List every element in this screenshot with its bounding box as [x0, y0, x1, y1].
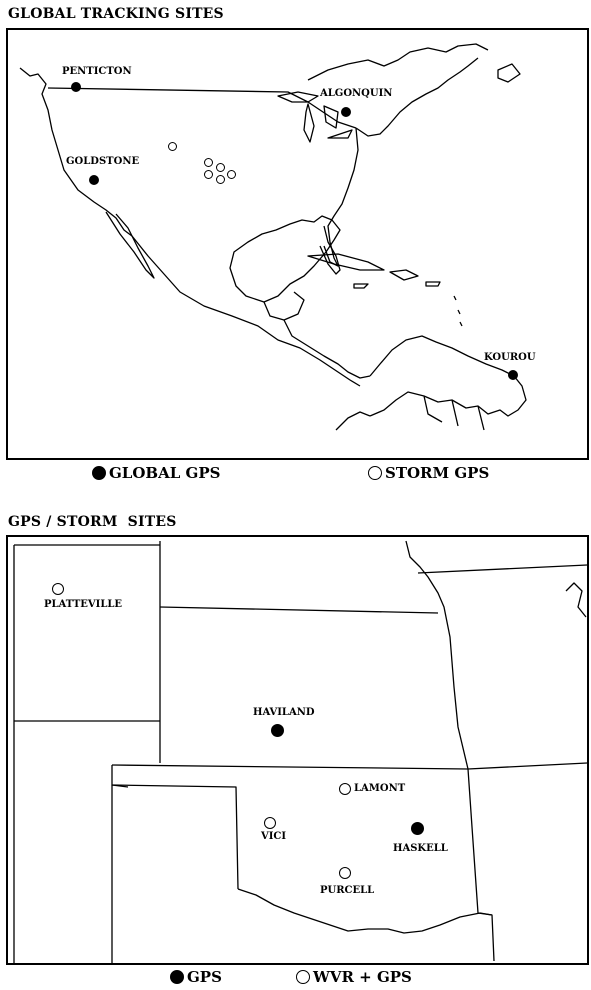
baja-california — [105, 211, 155, 279]
map2-legend-gps: GPS — [170, 968, 222, 986]
algonquin-label: ALGONQUIN — [320, 88, 393, 99]
filled-circle-icon — [170, 970, 184, 984]
map1-panel: PENTICTON ALGONQUIN GOLDSTONE KOUROU — [6, 28, 589, 460]
map2-panel: PLATTEVILLE HAVILAND LAMONT VICI HASKELL… — [6, 535, 589, 965]
pacific-coast — [19, 67, 133, 237]
south-america — [335, 335, 527, 431]
northern-coast — [307, 43, 489, 81]
vici-marker[interactable] — [264, 817, 276, 829]
yucatan — [263, 291, 305, 321]
jamaica — [353, 283, 369, 289]
nebraska-kansas-border — [159, 606, 439, 614]
storm-site-marker[interactable] — [168, 142, 177, 151]
map1-title: GLOBAL TRACKING SITES — [8, 6, 224, 22]
central-america — [283, 319, 371, 379]
lake-superior — [277, 91, 319, 103]
lesser-antilles — [453, 295, 463, 327]
haskell-label: HASKELL — [393, 843, 448, 854]
goldstone-label: GOLDSTONE — [66, 156, 140, 167]
lake-erie — [327, 129, 353, 139]
kansas-south-border — [111, 764, 469, 770]
new-mexico-north — [111, 765, 129, 788]
filled-circle-icon — [92, 466, 106, 480]
map1-legend-global: GLOBAL GPS — [92, 464, 220, 482]
purcell-marker[interactable] — [339, 867, 351, 879]
platteville-marker[interactable] — [52, 583, 64, 595]
cuba — [307, 253, 385, 271]
haviland-marker[interactable] — [271, 724, 284, 737]
legend-label: STORM GPS — [385, 464, 490, 482]
vici-label: VICI — [261, 831, 287, 842]
haviland-label: HAVILAND — [253, 707, 315, 718]
kourou-label: KOUROU — [484, 352, 536, 363]
missouri-arkansas-border — [467, 762, 587, 770]
legend-label: GLOBAL GPS — [109, 464, 221, 482]
mississippi-river — [565, 582, 587, 618]
map2-basemap — [13, 540, 587, 963]
lamont-label: LAMONT — [354, 783, 406, 794]
oklahoma-east-border — [467, 768, 495, 962]
storm-site-marker[interactable] — [204, 158, 213, 167]
goldstone-marker[interactable] — [89, 175, 99, 185]
iowa-missouri-border — [417, 564, 587, 574]
map2-title: GPS / STORM SITES — [8, 514, 177, 530]
penticton-marker[interactable] — [71, 82, 81, 92]
lake-michigan — [303, 103, 315, 143]
puerto-rico — [425, 281, 441, 287]
red-river — [237, 888, 493, 934]
map1-legend-storm: STORM GPS — [368, 464, 489, 482]
algonquin-marker[interactable] — [341, 107, 351, 117]
map1-basemap — [19, 43, 527, 431]
storm-site-marker[interactable] — [204, 170, 213, 179]
penticton-label: PENTICTON — [62, 66, 132, 77]
legend-label: GPS — [187, 968, 222, 986]
florida — [319, 225, 341, 275]
east-coast — [323, 57, 479, 267]
storm-site-marker[interactable] — [216, 163, 225, 172]
kourou-marker[interactable] — [508, 370, 518, 380]
map2-legend-wvr: WVR + GPS — [296, 968, 412, 986]
newfoundland — [497, 63, 521, 83]
storm-site-marker[interactable] — [216, 175, 225, 184]
gulf-coast — [229, 215, 341, 303]
mexico-west-coast — [131, 235, 361, 387]
lamont-marker[interactable] — [339, 783, 351, 795]
oklahoma-panhandle — [111, 784, 239, 890]
storm-site-marker[interactable] — [227, 170, 236, 179]
purcell-label: PURCELL — [320, 885, 375, 896]
kansas-east-border — [405, 540, 469, 770]
haskell-marker[interactable] — [411, 822, 424, 835]
lake-huron — [323, 105, 339, 129]
platteville-label: PLATTEVILLE — [44, 599, 123, 610]
open-circle-icon — [368, 466, 382, 480]
hispaniola — [389, 269, 419, 281]
legend-label: WVR + GPS — [313, 968, 412, 986]
open-circle-icon — [296, 970, 310, 984]
